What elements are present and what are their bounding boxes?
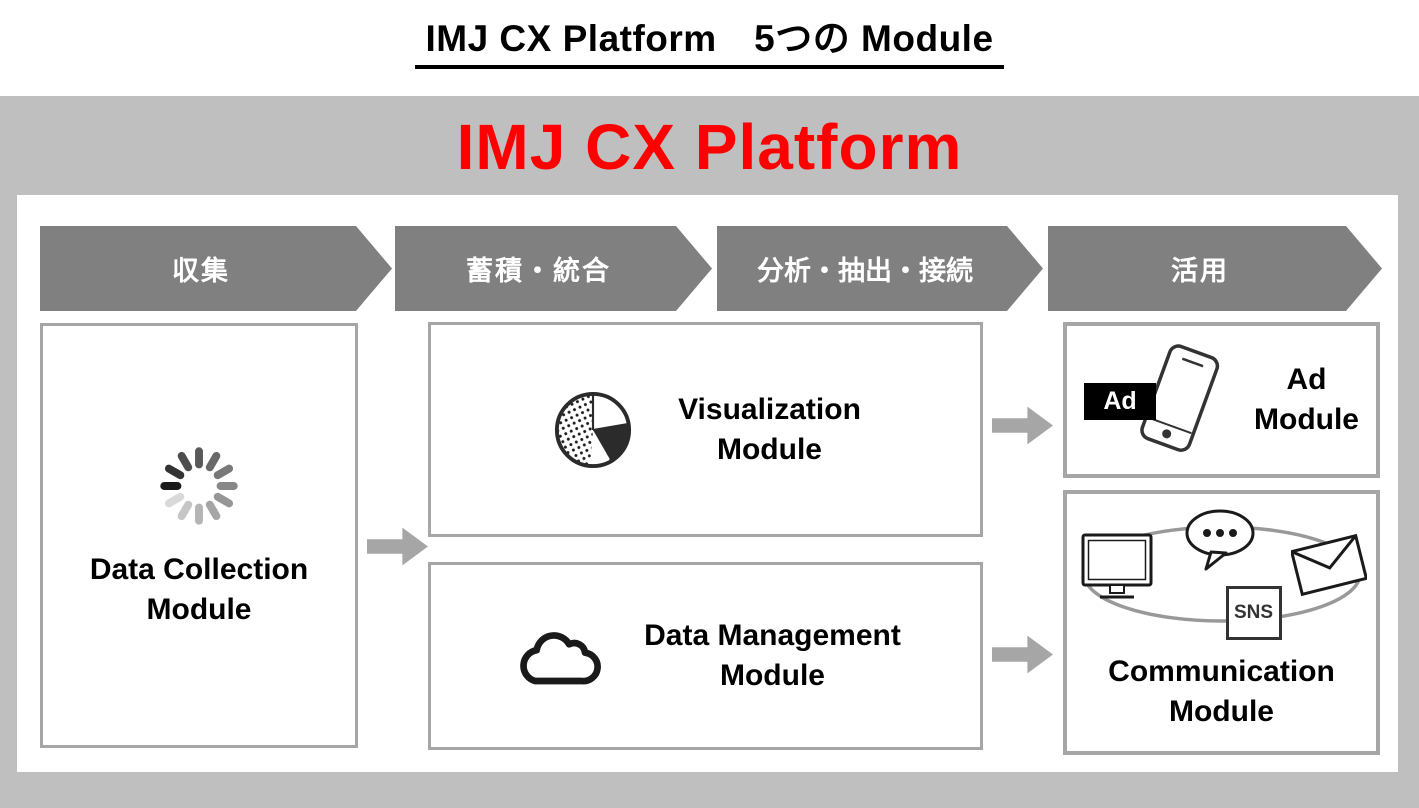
data-management-module-label: Data Management Module: [644, 616, 901, 696]
communication-module-label: Communication Module: [1108, 652, 1335, 732]
flow-arrow-right: [992, 635, 1053, 674]
visualization-module-label: Visualization Module: [678, 390, 861, 470]
module-label-line: Module: [719, 659, 825, 692]
process-step-analyze-extract-connect: 分析・抽出・接続: [717, 226, 1043, 311]
chat-bubble-icon: [1185, 509, 1254, 571]
module-label-line: Communication: [1108, 655, 1335, 688]
communication-module-box: SNS Communication Module: [1063, 490, 1380, 755]
process-step-label: 蓄積・統合: [466, 256, 611, 286]
module-label-line: Ad: [1286, 363, 1327, 397]
process-step-label: 分析・抽出・接続: [757, 256, 973, 286]
data-management-module-box: Data Management Module: [428, 562, 983, 750]
process-step-collect: 収集: [40, 226, 392, 311]
ad-badge: Ad: [1084, 383, 1156, 420]
process-step-store-integrate: 蓄積・統合: [395, 226, 712, 311]
module-label-line: Module: [716, 432, 822, 466]
ad-module-box: Ad Ad Module: [1063, 322, 1380, 478]
module-label-line: Data Management: [644, 619, 901, 653]
module-label-line: Module: [146, 592, 252, 626]
process-step-label: 活用: [1171, 256, 1229, 286]
smartphone-icon: [1140, 344, 1220, 452]
platform-container: IMJ CX Platform 収集 蓄積・統合 分析・抽出・接続 活用: [0, 96, 1419, 808]
diagram-panel: 収集 蓄積・統合 分析・抽出・接続 活用: [17, 195, 1398, 772]
process-step-utilize: 活用: [1048, 226, 1382, 311]
flow-arrow-right: [992, 406, 1053, 445]
cloud-icon: [520, 632, 602, 685]
monitor-icon: [1081, 533, 1152, 599]
module-label-line: Data Collection: [89, 552, 309, 586]
flow-arrow-right: [367, 527, 428, 566]
data-collection-module-box: Data Collection Module: [40, 323, 358, 748]
ad-module-label: Ad Module: [1254, 360, 1359, 440]
envelope-icon: [1290, 533, 1367, 597]
loading-spinner-icon: [160, 446, 238, 525]
data-collection-module-label: Data Collection Module: [90, 550, 308, 630]
module-label-line: Module: [1254, 403, 1359, 436]
page-header: IMJ CX Platform 5つの Module: [0, 0, 1419, 96]
module-label-line: Visualization: [678, 392, 861, 426]
page-title: IMJ CX Platform 5つの Module: [415, 8, 1004, 69]
sns-icon: SNS: [1225, 586, 1282, 640]
visualization-module-box: Visualization Module: [428, 322, 983, 537]
pie-chart-icon: [555, 391, 632, 468]
smartphone-ad-icon: Ad: [1084, 339, 1236, 461]
communication-channels-icon: SNS: [1078, 508, 1367, 644]
module-label-line: Module: [1168, 694, 1274, 728]
platform-heading: IMJ CX Platform: [456, 111, 963, 183]
process-step-label: 収集: [172, 256, 230, 286]
